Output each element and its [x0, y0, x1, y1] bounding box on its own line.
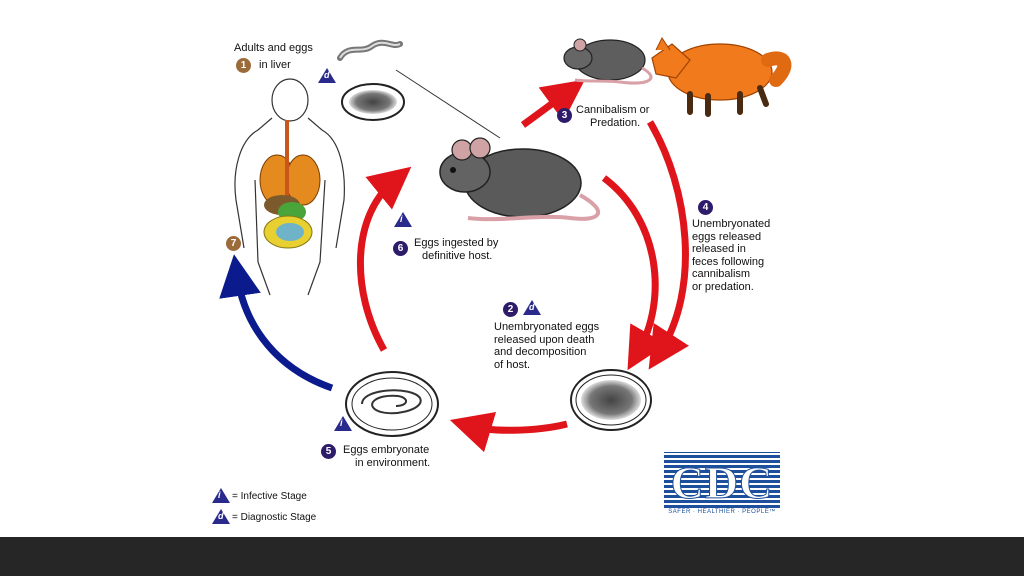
infective-stage-marker-6: i	[394, 212, 412, 227]
cdc-logo-text: CDC	[670, 457, 774, 509]
legend-diagnostic-icon: d	[212, 509, 230, 524]
rat-small-illustration	[563, 38, 653, 85]
diagnostic-stage-marker-1: d	[318, 68, 336, 83]
arrow-egg-to-embryonated	[449, 411, 568, 453]
arrow-embryonated-to-rat	[356, 166, 412, 352]
human-figure	[234, 78, 345, 296]
embryonated-egg-illustration	[345, 371, 439, 437]
legend-infective-label: = Infective Stage	[232, 491, 307, 502]
stage-7-badge: 7	[226, 236, 241, 251]
infective-stage-marker-5: i	[334, 416, 352, 431]
stage-3-label: Cannibalism or Predation.	[576, 104, 650, 129]
legend-diagnostic-label: = Diagnostic Stage	[232, 512, 317, 523]
diagnostic-stage-marker-2: d	[523, 300, 541, 315]
stage-5-badge: 5	[321, 444, 336, 459]
arrow-to-human	[219, 254, 334, 392]
stage-2-badge: 2	[503, 302, 518, 317]
life-cycle-diagram: Adults and eggs 1 in liver d 3 Cannibali…	[212, 37, 792, 524]
cdc-logo-tagline: SAFER · HEALTHIER · PEOPLE™	[668, 509, 776, 515]
stage-4-label: Unembryonated eggs released released in …	[692, 218, 771, 293]
rat-definitive-host	[439, 137, 601, 222]
stage-1-label: Adults and eggs	[234, 42, 313, 54]
cdc-logo: CDC SAFER · HEALTHIER · PEOPLE™	[664, 452, 780, 518]
legend-infective-icon: i	[212, 488, 230, 503]
diagram-graphics	[219, 37, 792, 453]
arrow-rat-to-egg	[601, 175, 667, 371]
stage-6-badge: 6	[393, 241, 408, 256]
bottom-bar	[0, 537, 1024, 576]
fox-predator-illustration	[651, 37, 792, 117]
arrow-predator-to-egg	[646, 120, 690, 370]
arrow-rat-to-predator	[520, 79, 585, 128]
stage-4-badge: 4	[698, 200, 713, 215]
stage-3-badge: 3	[557, 108, 572, 123]
stage-2-label: Unembryonated eggs released upon death a…	[494, 321, 600, 371]
unembryonated-egg-illustration	[570, 369, 652, 431]
stage-6-label: Eggs ingested by definitive host.	[414, 237, 499, 262]
stage-1-badge: 1	[236, 58, 251, 73]
cdc-logo-stripes	[664, 452, 780, 508]
stage-1-label-2: in liver	[259, 59, 291, 71]
stage-5-label: Eggs embryonate in environment.	[343, 444, 431, 469]
